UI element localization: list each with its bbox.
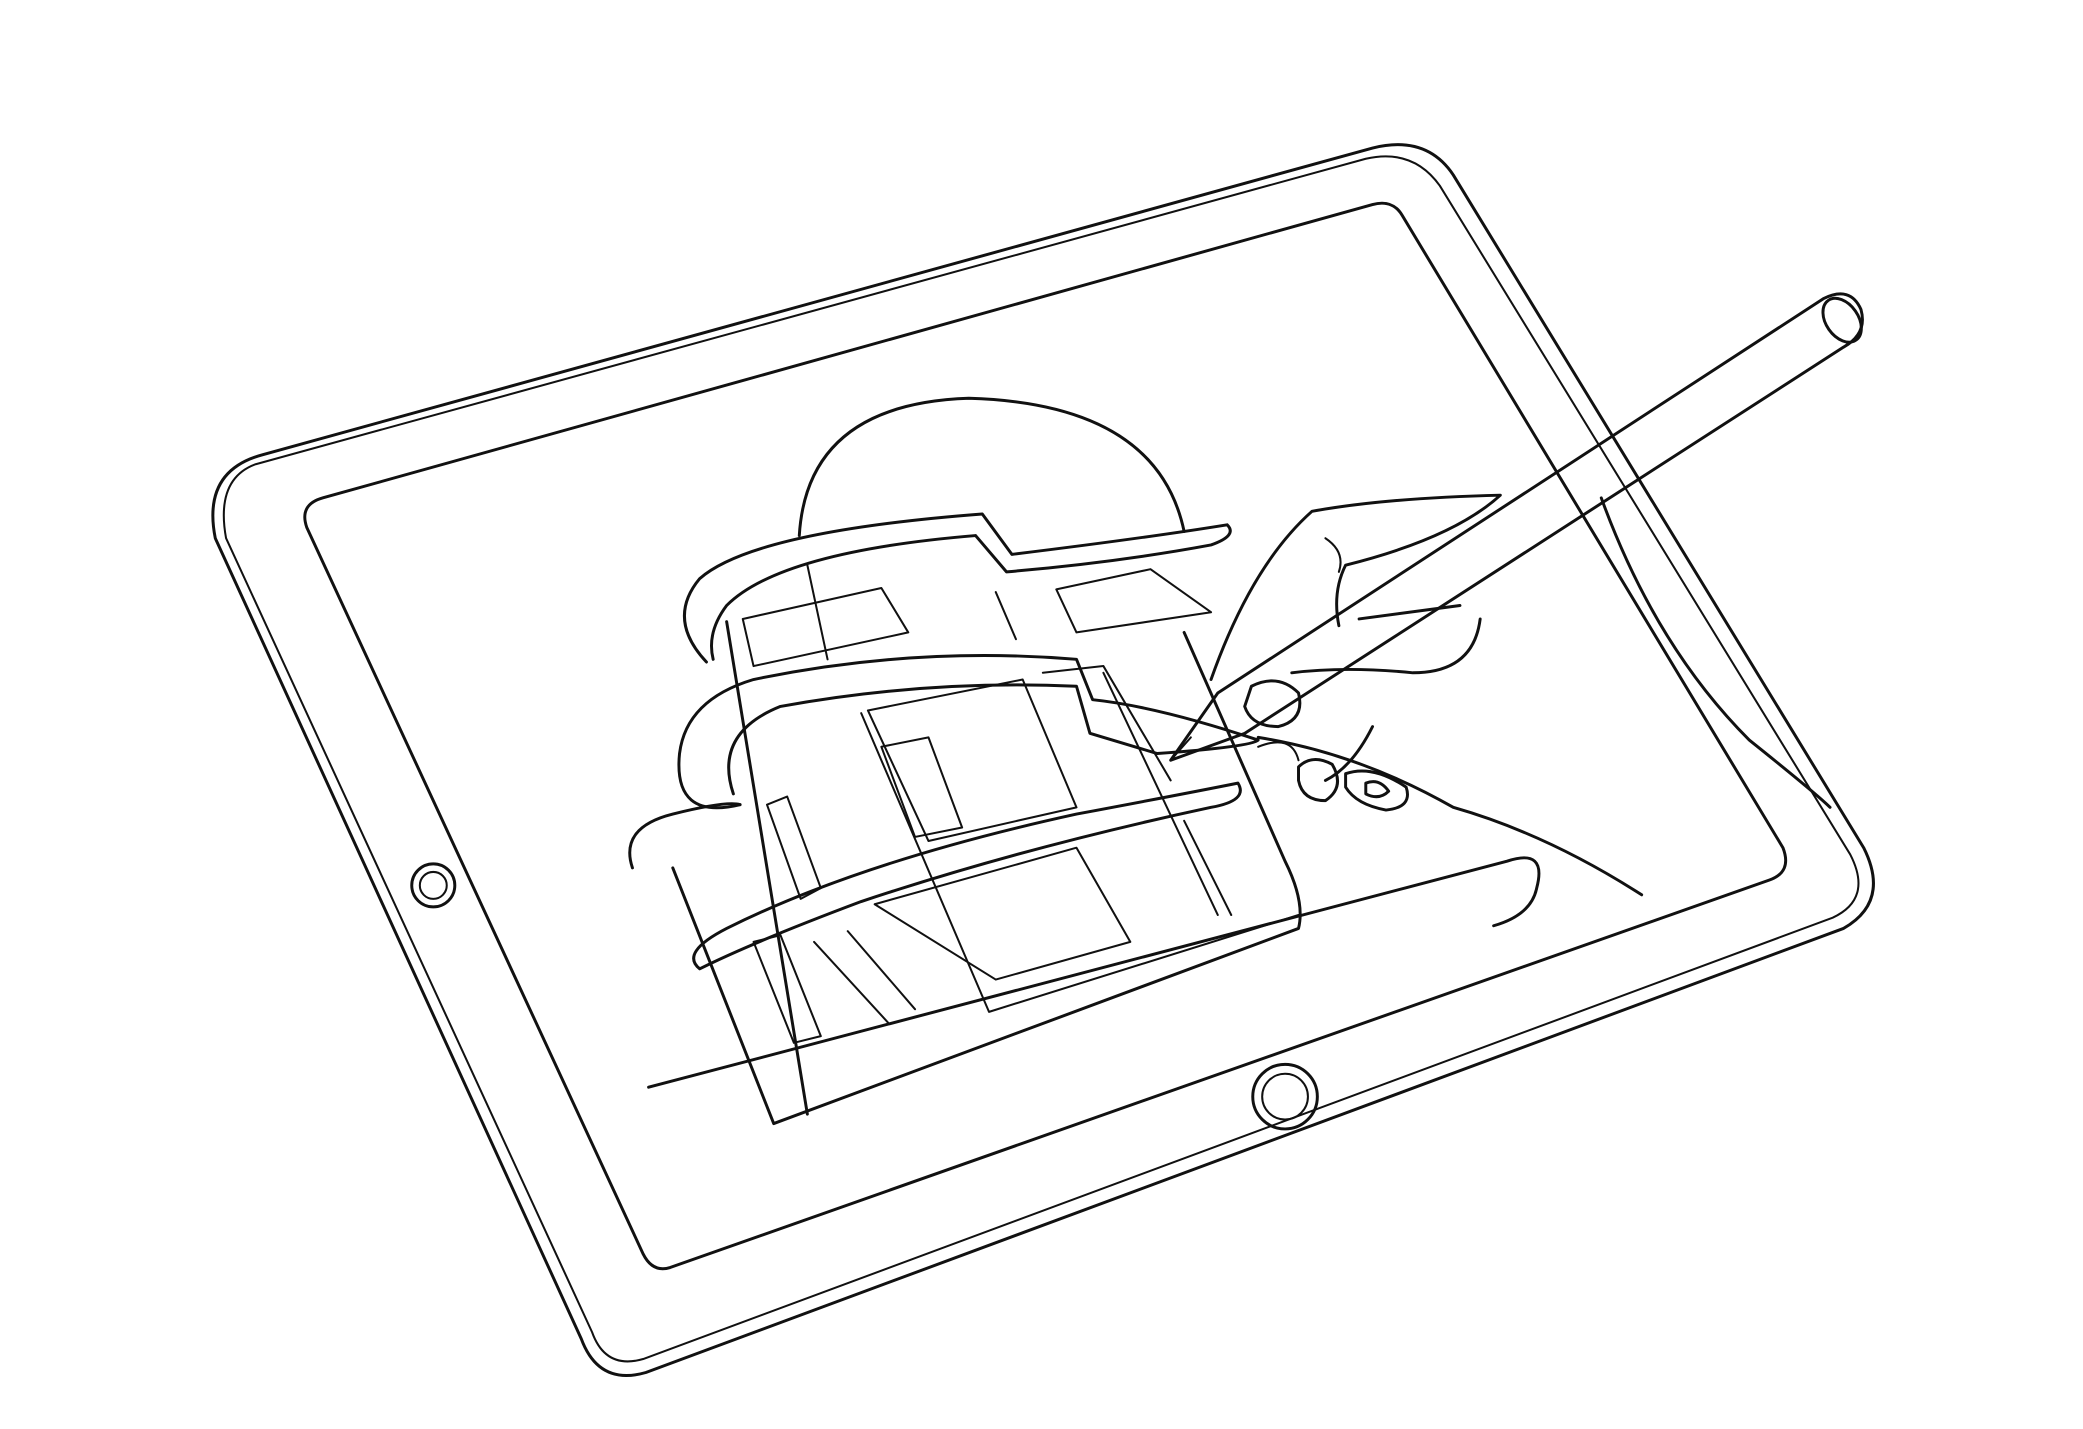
lower-slab <box>692 781 1242 971</box>
left-wing <box>628 802 742 870</box>
stylus-end <box>1821 296 1863 344</box>
hand-icon <box>1209 493 1832 897</box>
home-button-icon <box>1251 1062 1319 1131</box>
camera-inner <box>418 870 448 900</box>
stylus-tip <box>1169 736 1192 762</box>
stylus-icon <box>1169 292 1864 762</box>
windows-middle <box>765 665 1172 900</box>
tablet-screen <box>303 201 1788 1271</box>
home-button-inner <box>1261 1072 1309 1121</box>
vertical-grid <box>860 671 1300 1013</box>
fingers <box>1297 758 1409 812</box>
tablet-outer-edge <box>222 155 1860 1363</box>
hand-outline <box>1209 493 1832 897</box>
index-finger <box>1243 679 1302 729</box>
building-sketch-icon <box>628 396 1541 1126</box>
camera-icon <box>410 862 457 909</box>
tablet-icon <box>211 143 1875 1377</box>
windows-lower <box>752 819 1233 1044</box>
tablet-outer-body <box>211 143 1875 1377</box>
dome <box>797 396 1186 538</box>
stylus-body <box>1169 292 1864 762</box>
finger-knuckle <box>1257 537 1342 762</box>
ground-line <box>647 856 1541 1089</box>
building-body <box>671 620 1302 1126</box>
windows-top <box>741 564 1213 668</box>
top-slab <box>682 512 1232 664</box>
middle-slab <box>677 654 1260 810</box>
